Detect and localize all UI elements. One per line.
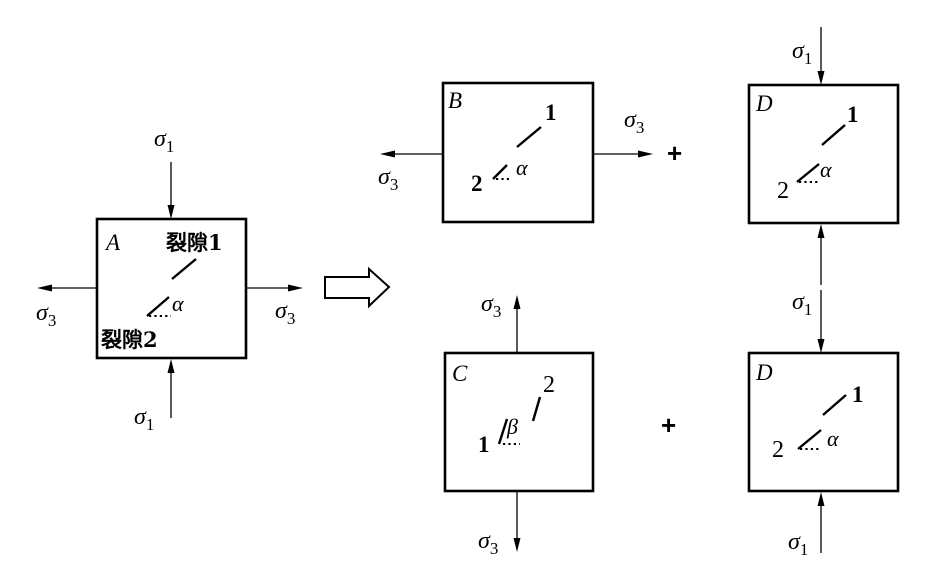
specimen-box-a xyxy=(95,217,248,360)
panel-d-top: σ1 D 1 2 α xyxy=(747,27,900,285)
angle-label-c: β xyxy=(506,414,518,439)
panel-b: σ3 σ3 B 1 2 α xyxy=(378,81,653,224)
load-arrow-c-top xyxy=(513,295,521,353)
crack-2-d-bottom xyxy=(797,429,822,450)
panel-label-d-top: D xyxy=(755,91,773,116)
panel-label-a: A xyxy=(104,230,121,255)
load-arrow-d-top-bottom xyxy=(817,224,825,285)
stress-label-a-top: σ1 xyxy=(154,126,174,156)
decomposes-into-arrow-icon xyxy=(324,266,391,309)
angle-label-d-bottom: α xyxy=(827,426,839,451)
load-arrow-b-right xyxy=(593,150,653,158)
load-arrow-d-top-top xyxy=(817,27,825,85)
stress-label-a-bottom: σ1 xyxy=(134,404,154,434)
specimen-box-d-top xyxy=(747,83,900,225)
panel-label-c: C xyxy=(452,361,468,386)
stress-label-b-left: σ3 xyxy=(378,164,398,194)
load-arrow-a-bottom xyxy=(167,359,175,418)
crack-1-b xyxy=(516,126,542,148)
panel-label-b: B xyxy=(448,88,462,113)
specimen-box-d-bottom xyxy=(747,351,900,493)
panel-a: σ1 σ1 σ3 σ3 A 裂隙1 裂隙2 α xyxy=(36,126,303,434)
load-arrow-c-bottom xyxy=(513,491,521,552)
crack-2-d-top xyxy=(796,163,820,183)
load-arrow-d-bottom-bottom xyxy=(817,492,825,553)
crack-1-d-bottom xyxy=(822,394,847,416)
crack-1-label-a: 裂隙1 xyxy=(166,230,223,255)
crack-1-label-c: 1 xyxy=(478,432,490,457)
load-arrow-a-top xyxy=(167,162,175,219)
panel-d-bottom: σ1 D 1 2 α xyxy=(747,290,900,559)
stress-label-a-right: σ3 xyxy=(275,298,295,328)
stress-label-d-bottom-bottom: σ1 xyxy=(788,529,808,559)
angle-label-a: α xyxy=(172,291,184,316)
angle-label-b: α xyxy=(516,155,528,180)
stress-label-d-middle: σ1 xyxy=(792,289,812,319)
crack-1-a xyxy=(171,258,197,280)
specimen-box-c xyxy=(443,351,595,493)
crack-1-label-b: 1 xyxy=(545,100,557,125)
load-arrow-b-left xyxy=(380,150,443,158)
crack-2-a xyxy=(146,296,170,317)
stress-label-d-top-top: σ1 xyxy=(792,38,812,68)
stress-label-b-right: σ3 xyxy=(624,107,644,137)
crack-1-label-d-top: 1 xyxy=(847,102,859,127)
crack-2-label-d-top: 2 xyxy=(777,178,789,204)
load-arrow-a-right xyxy=(246,284,303,292)
crack-1-label-d-bottom: 1 xyxy=(852,382,864,407)
stress-label-c-top: σ3 xyxy=(481,291,501,321)
crack-2-label-d-bottom: 2 xyxy=(772,437,784,463)
panel-label-d-bottom: D xyxy=(755,360,773,385)
crack-1-c xyxy=(497,418,509,445)
crack-1-d-top xyxy=(821,124,846,146)
load-arrow-d-bottom-top xyxy=(817,290,825,353)
crack-2-label-b: 2 xyxy=(471,171,483,196)
stress-label-a-left: σ3 xyxy=(36,300,56,330)
plus-sign-top: + xyxy=(667,138,682,168)
plus-sign-bottom: + xyxy=(661,410,676,440)
crack-2-c xyxy=(531,396,542,422)
crack-2-label-c: 2 xyxy=(543,372,555,398)
crack-2-b xyxy=(492,164,508,180)
crack-2-label-a: 裂隙2 xyxy=(101,327,158,352)
stress-label-c-bottom: σ3 xyxy=(478,528,498,558)
angle-label-d-top: α xyxy=(820,157,832,182)
load-arrow-a-left xyxy=(37,284,97,292)
panel-c: σ3 σ3 C 2 1 β xyxy=(443,291,595,558)
specimen-box-b xyxy=(441,81,595,224)
